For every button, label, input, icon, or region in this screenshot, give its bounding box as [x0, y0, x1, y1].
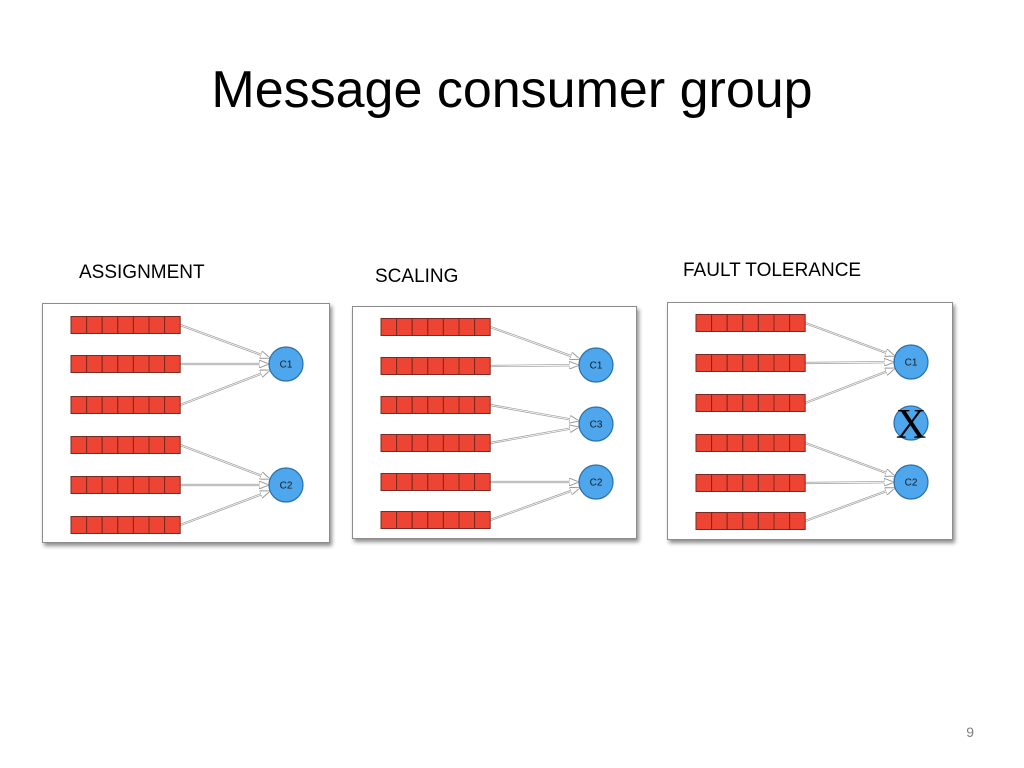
consumer-label: C1 [280, 360, 293, 371]
consumer-node: C3 [578, 406, 614, 442]
consumer-node: C2 [578, 464, 614, 500]
partition-queue [70, 355, 181, 373]
consumer-node: C2 [268, 467, 304, 503]
caption-scaling: SCALING [375, 266, 459, 287]
partition-queue [695, 354, 806, 372]
partition-queue [695, 474, 806, 492]
partition-queue [380, 357, 491, 375]
consumer-node: C1 [268, 346, 304, 382]
consumer-label: C1 [905, 358, 918, 369]
consumer-node: C1 [893, 344, 929, 380]
slide-number: 9 [966, 724, 974, 740]
partition-queue [380, 396, 491, 414]
consumer-label: C2 [590, 478, 603, 489]
consumer-label: C2 [280, 481, 293, 492]
partition-queue [695, 512, 806, 530]
partition-queue [695, 394, 806, 412]
consumer-node: C2 [893, 464, 929, 500]
consumer-node: C1 [578, 347, 614, 383]
diagram-canvas: C1X C2 [695, 314, 929, 530]
consumer-label: C2 [905, 478, 918, 489]
partition-queue [380, 434, 491, 452]
partition-queue [380, 511, 491, 529]
partition-queue [695, 314, 806, 332]
consumer-label: C1 [590, 361, 603, 372]
partition-queue [695, 434, 806, 452]
partition-queue [380, 318, 491, 336]
caption-fault-tolerance: FAULT TOLERANCE [683, 260, 862, 281]
partition-queue [70, 316, 181, 334]
failed-consumer: X [893, 402, 929, 448]
partition-queue [70, 516, 181, 534]
partition-queue [70, 436, 181, 454]
partition-queue [70, 396, 181, 414]
failure-x-mark: X [896, 402, 926, 448]
slide-title: Message consumer group [211, 61, 813, 119]
partition-queue [380, 473, 491, 491]
caption-assignment: ASSIGNMENT [79, 262, 205, 283]
partition-queue [70, 476, 181, 494]
consumer-label: C3 [590, 420, 603, 431]
